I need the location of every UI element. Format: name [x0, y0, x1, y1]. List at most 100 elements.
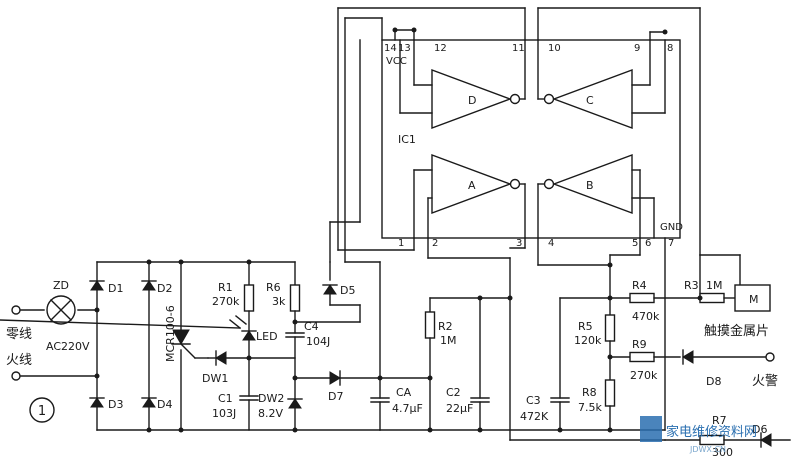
- zd-lamp: [46, 295, 76, 325]
- watermark-url: JDWX.CN: [689, 445, 726, 454]
- r2-resistor: [424, 311, 436, 339]
- mains-input: [11, 295, 100, 381]
- r6-c4-dw2-branch: [285, 39, 431, 433]
- gate-a: [431, 153, 513, 215]
- vcc-label: VCC: [386, 56, 407, 67]
- r8-resistor: [604, 379, 616, 407]
- c4-label: C4: [304, 320, 319, 333]
- fire-alarm-terminal[interactable]: [765, 352, 775, 362]
- r3-resistor: [699, 292, 725, 304]
- gate-d-label: D: [468, 94, 476, 107]
- d3-diode: [89, 397, 105, 408]
- watermark-logo: [640, 416, 662, 442]
- d4-diode: [141, 397, 157, 408]
- dw1-label: DW1: [202, 372, 228, 385]
- c2-value: 22μF: [446, 402, 473, 415]
- gate-b-label: B: [586, 179, 594, 192]
- d6-label: D6: [752, 423, 767, 436]
- c1-label: C1: [218, 392, 233, 405]
- scr-label: MCR100-6: [164, 305, 177, 362]
- ca-capacitor: [344, 17, 390, 431]
- pin-8: 8: [667, 43, 673, 54]
- d8-diode: [682, 349, 694, 365]
- r9-label: R9: [632, 338, 647, 351]
- touch-plate[interactable]: [734, 284, 771, 312]
- gate-c-label: C: [586, 94, 594, 107]
- dw2-zener: [287, 398, 303, 409]
- c2-label: C2: [446, 386, 461, 399]
- ac-voltage-label: AC220V: [46, 340, 90, 353]
- r5-label: R5: [578, 320, 593, 333]
- r6-value: 3k: [272, 295, 286, 308]
- r4-label: R4: [632, 279, 647, 292]
- d5-diode: [322, 284, 338, 295]
- d1-diode: [89, 280, 105, 291]
- pin-6: 6: [645, 238, 651, 249]
- d5-label: D5: [340, 284, 355, 297]
- d2-label: D2: [157, 282, 172, 295]
- r8-label: R8: [582, 386, 597, 399]
- d8-label: D8: [706, 375, 721, 388]
- pin-2: 2: [432, 238, 438, 249]
- live-label: 火线: [6, 353, 32, 368]
- r9-resistor: [629, 351, 655, 363]
- r1-led-branch: [0, 259, 296, 431]
- sensor-network: [509, 284, 791, 448]
- neutral-terminal[interactable]: [11, 305, 21, 315]
- timing-network: [379, 295, 666, 433]
- watermark: 家电维修资料网 JDWX.CN: [640, 416, 757, 454]
- r1-value: 270k: [212, 295, 240, 308]
- pin-5: 5: [632, 238, 638, 249]
- fire-alarm-label: 火警: [752, 373, 778, 389]
- led-diode: [241, 330, 257, 341]
- r4-resistor: [629, 292, 655, 304]
- c3-label: C3: [526, 394, 541, 407]
- pin-10: 10: [548, 43, 561, 54]
- r2-value: 1M: [440, 334, 457, 347]
- pin-14: 14: [384, 43, 397, 54]
- figure-number-circle: [29, 397, 55, 423]
- gate-c: [551, 68, 633, 130]
- live-terminal[interactable]: [11, 371, 21, 381]
- pin-3: 3: [516, 238, 522, 249]
- pin-12: 12: [434, 43, 447, 54]
- touch-plate-label: M: [749, 293, 759, 306]
- r6-label: R6: [266, 281, 281, 294]
- ic1-label: IC1: [398, 133, 416, 146]
- d3-label: D3: [108, 398, 123, 411]
- led-label: LED: [256, 330, 278, 343]
- r2-label: R2: [438, 320, 453, 333]
- pin-11: 11: [512, 43, 525, 54]
- component-labels: ZD 零线 火线 AC220V 1 D1 D2 D3 D4 MCR100-6 R…: [6, 43, 778, 459]
- r4-value: 470k: [632, 310, 660, 323]
- r7-label: R7: [712, 414, 727, 427]
- figure-number: 1: [38, 404, 46, 419]
- ca-label: CA: [396, 386, 412, 399]
- scr-mcr100: [171, 259, 209, 431]
- watermark-text: 家电维修资料网: [666, 424, 757, 440]
- c4-value: 104J: [306, 335, 330, 348]
- ic-interconnect: [337, 7, 741, 441]
- gate-d: [431, 68, 513, 130]
- r7-value: 300: [712, 446, 733, 459]
- gate-a-label: A: [468, 179, 476, 192]
- r6-resistor: [289, 284, 301, 312]
- r3-value: 1M: [706, 279, 723, 292]
- d4-label: D4: [157, 398, 172, 411]
- bridge-rectifier: [89, 259, 381, 433]
- neutral-label: 零线: [6, 327, 32, 342]
- ca-value: 4.7μF: [392, 402, 423, 415]
- r5-resistor: [604, 314, 616, 342]
- touch-plate-caption: 触摸金属片: [704, 323, 769, 339]
- dw2-label: DW2: [258, 392, 284, 405]
- r1-resistor: [243, 284, 255, 312]
- dw1-zener: [215, 351, 227, 365]
- gnd-label: GND: [660, 222, 683, 233]
- d2-diode: [141, 280, 157, 291]
- ic1-package: [381, 27, 681, 239]
- pin-7: 7: [668, 238, 674, 249]
- d7-diode: [329, 370, 341, 386]
- zd-label: ZD: [53, 279, 69, 292]
- d7-label: D7: [328, 390, 343, 403]
